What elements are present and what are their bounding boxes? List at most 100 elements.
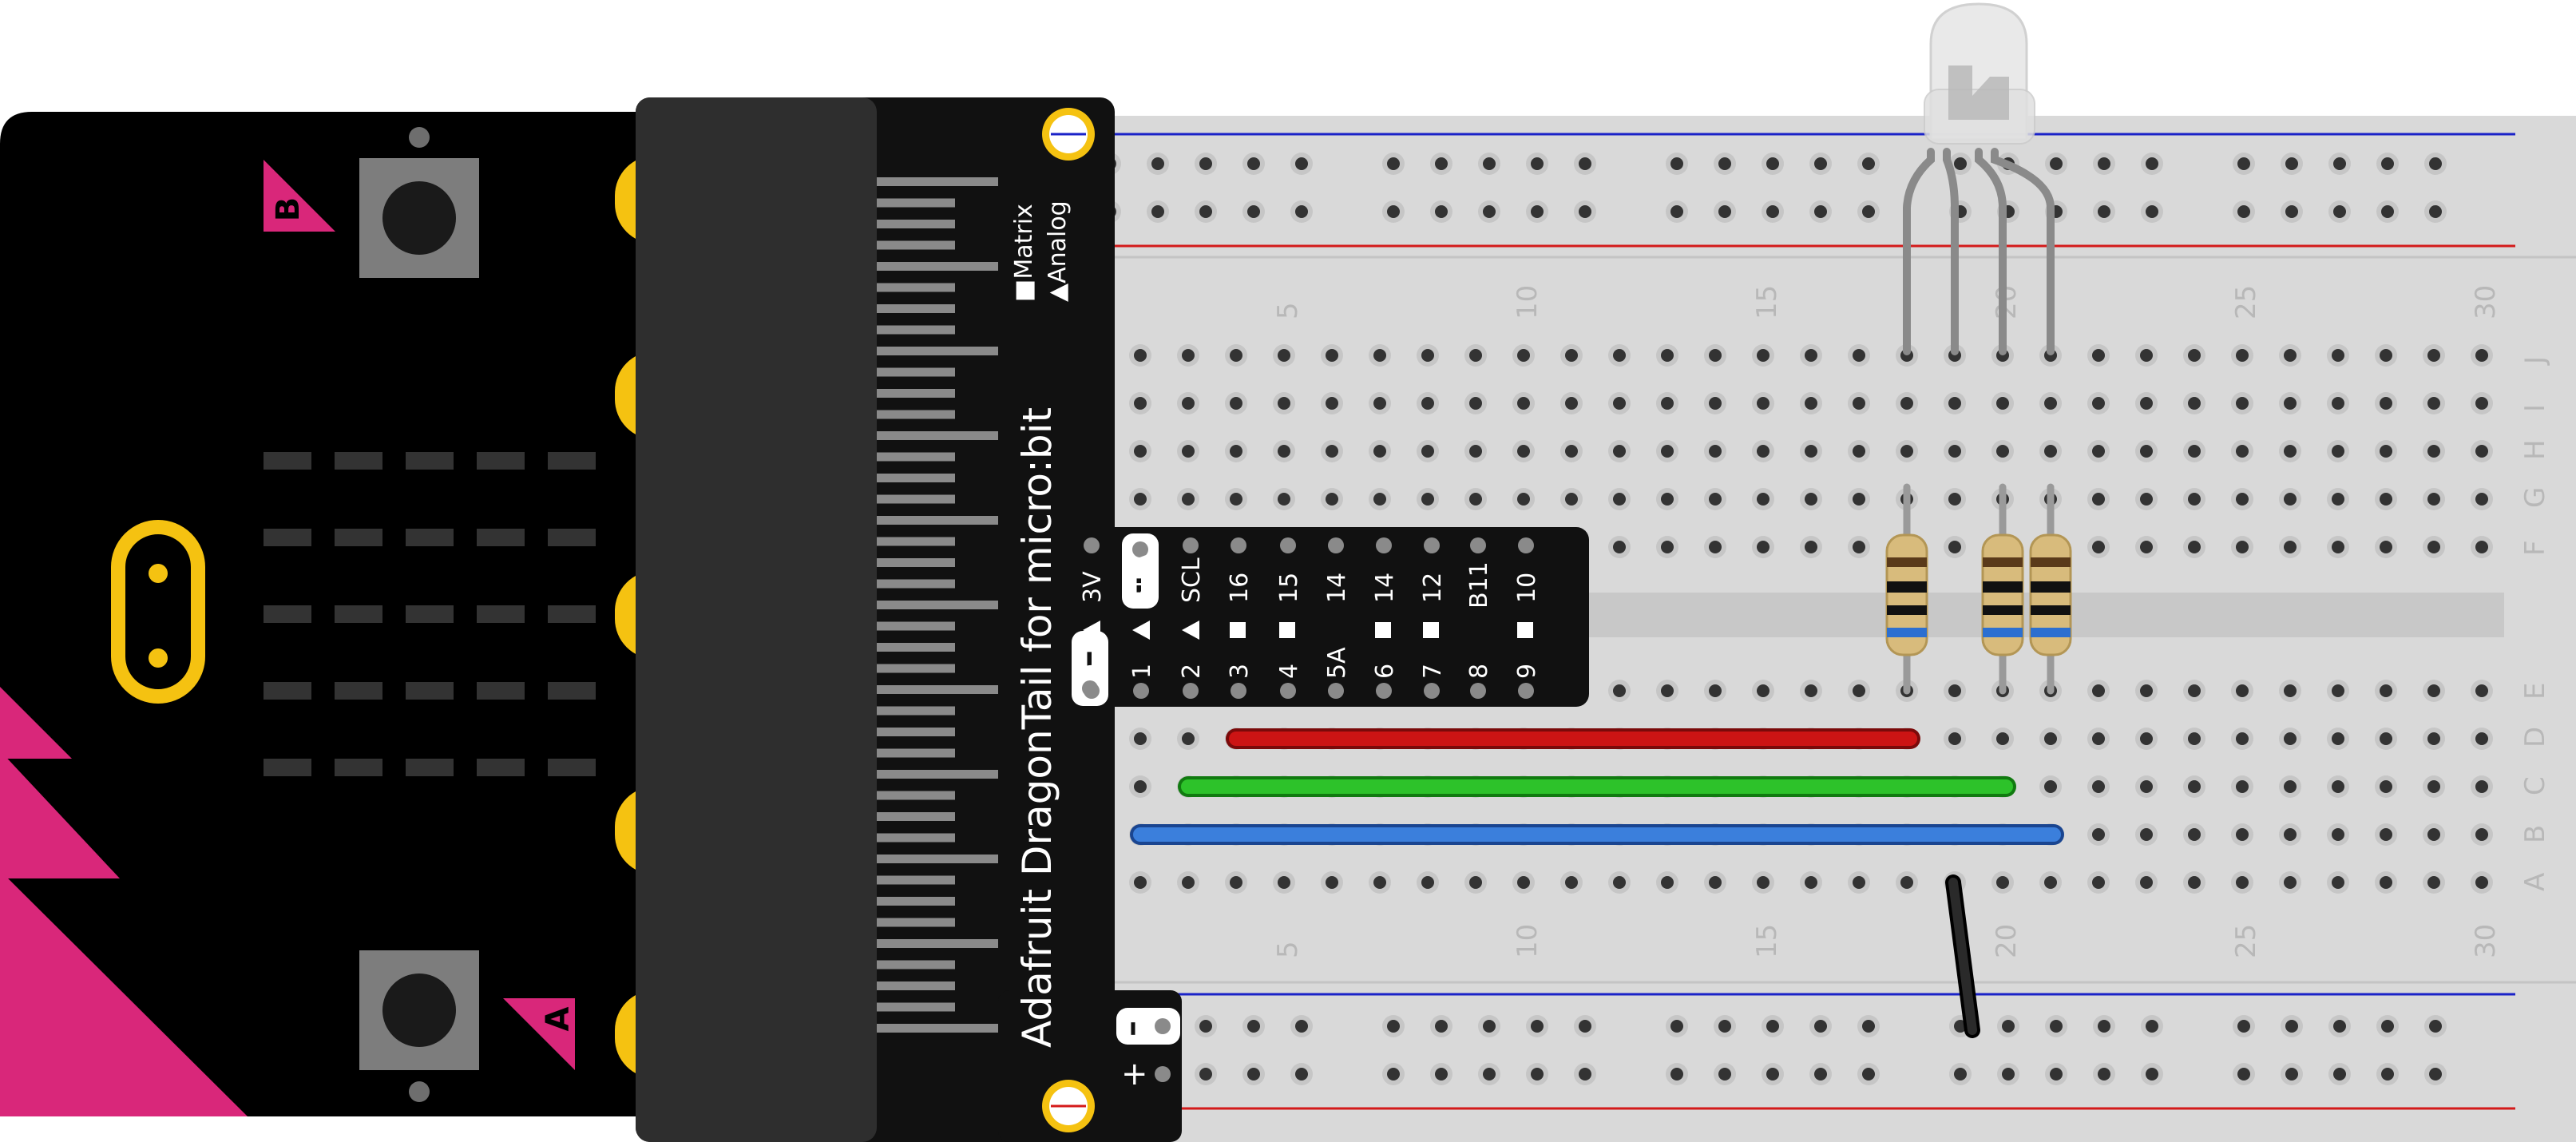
breadboard-hole[interactable] xyxy=(1948,541,1961,553)
breadboard-hole[interactable] xyxy=(1134,397,1147,410)
breadboard-hole[interactable] xyxy=(1805,684,1817,697)
breadboard-hole[interactable] xyxy=(1718,1020,1731,1033)
breadboard-hole[interactable] xyxy=(1199,157,1212,170)
breadboard-hole[interactable] xyxy=(2044,876,2057,889)
breadboard-hole[interactable] xyxy=(1373,445,1386,458)
breadboard-hole[interactable] xyxy=(2475,541,2488,553)
breadboard-hole[interactable] xyxy=(1579,205,1591,218)
breadboard-hole[interactable] xyxy=(1278,397,1290,410)
breadboard-hole[interactable] xyxy=(1853,541,1865,553)
breadboard-hole[interactable] xyxy=(1862,205,1875,218)
breadboard-hole[interactable] xyxy=(1709,349,1722,362)
breadboard-hole[interactable] xyxy=(1954,157,1967,170)
breadboard-hole[interactable] xyxy=(1613,445,1626,458)
breadboard-hole[interactable] xyxy=(2044,445,2057,458)
breadboard-hole[interactable] xyxy=(1517,876,1530,889)
breadboard-hole[interactable] xyxy=(1134,445,1147,458)
breadboard-hole[interactable] xyxy=(1230,493,1242,506)
breadboard-hole[interactable] xyxy=(1661,684,1674,697)
breadboard-hole[interactable] xyxy=(1853,493,1865,506)
breadboard-hole[interactable] xyxy=(1199,205,1212,218)
breadboard-hole[interactable] xyxy=(1805,445,1817,458)
breadboard-hole[interactable] xyxy=(1613,349,1626,362)
breadboard-hole[interactable] xyxy=(2146,205,2158,218)
breadboard-hole[interactable] xyxy=(2475,349,2488,362)
breadboard-hole[interactable] xyxy=(1295,1020,1308,1033)
breadboard-hole[interactable] xyxy=(1661,445,1674,458)
breadboard-hole[interactable] xyxy=(1805,541,1817,553)
breadboard-hole[interactable] xyxy=(1814,205,1827,218)
breadboard-hole[interactable] xyxy=(1230,876,1242,889)
breadboard-hole[interactable] xyxy=(2332,684,2344,697)
breadboard-hole[interactable] xyxy=(2188,732,2201,745)
breadboard-hole[interactable] xyxy=(2092,493,2105,506)
breadboard-hole[interactable] xyxy=(2332,732,2344,745)
breadboard-hole[interactable] xyxy=(2098,1068,2110,1081)
breadboard-hole[interactable] xyxy=(1670,1068,1683,1081)
breadboard-hole[interactable] xyxy=(2284,780,2297,793)
breadboard-hole[interactable] xyxy=(2284,493,2297,506)
breadboard-hole[interactable] xyxy=(2285,1068,2298,1081)
breadboard-hole[interactable] xyxy=(1230,397,1242,410)
breadboard-hole[interactable] xyxy=(2427,780,2440,793)
breadboard-hole[interactable] xyxy=(1182,876,1195,889)
breadboard-hole[interactable] xyxy=(1613,397,1626,410)
breadboard-hole[interactable] xyxy=(1517,493,1530,506)
breadboard-hole[interactable] xyxy=(1387,1020,1400,1033)
breadboard-hole[interactable] xyxy=(2050,157,2063,170)
breadboard-hole[interactable] xyxy=(1387,157,1400,170)
breadboard-hole[interactable] xyxy=(1326,445,1338,458)
breadboard-hole[interactable] xyxy=(2380,732,2392,745)
breadboard-hole[interactable] xyxy=(2237,205,2250,218)
breadboard-hole[interactable] xyxy=(2381,205,2394,218)
breadboard-hole[interactable] xyxy=(2092,780,2105,793)
breadboard-hole[interactable] xyxy=(2285,157,2298,170)
breadboard-hole[interactable] xyxy=(1421,493,1434,506)
breadboard-hole[interactable] xyxy=(2002,1020,2015,1033)
breadboard-hole[interactable] xyxy=(2427,397,2440,410)
breadboard-hole[interactable] xyxy=(1230,349,1242,362)
breadboard-hole[interactable] xyxy=(1278,349,1290,362)
breadboard-hole[interactable] xyxy=(1757,445,1770,458)
breadboard-hole[interactable] xyxy=(2284,828,2297,841)
breadboard-hole[interactable] xyxy=(1182,493,1195,506)
breadboard-hole[interactable] xyxy=(2188,397,2201,410)
breadboard-hole[interactable] xyxy=(1421,445,1434,458)
breadboard-hole[interactable] xyxy=(2380,397,2392,410)
breadboard-hole[interactable] xyxy=(1469,876,1482,889)
breadboard-hole[interactable] xyxy=(1948,732,1961,745)
breadboard-hole[interactable] xyxy=(1230,445,1242,458)
breadboard-hole[interactable] xyxy=(1948,493,1961,506)
breadboard-hole[interactable] xyxy=(2098,205,2110,218)
breadboard-hole[interactable] xyxy=(2284,732,2297,745)
breadboard-hole[interactable] xyxy=(2285,1020,2298,1033)
breadboard-hole[interactable] xyxy=(1757,493,1770,506)
breadboard-hole[interactable] xyxy=(2092,684,2105,697)
breadboard-hole[interactable] xyxy=(1709,876,1722,889)
breadboard-hole[interactable] xyxy=(1853,397,1865,410)
breadboard-hole[interactable] xyxy=(1948,445,1961,458)
breadboard-hole[interactable] xyxy=(2475,828,2488,841)
rgb-led[interactable] xyxy=(1903,2,2055,355)
breadboard-hole[interactable] xyxy=(1483,157,1496,170)
breadboard-hole[interactable] xyxy=(1182,445,1195,458)
breadboard-hole[interactable] xyxy=(2380,780,2392,793)
breadboard-hole[interactable] xyxy=(1531,157,1544,170)
breadboard-hole[interactable] xyxy=(2188,780,2201,793)
breadboard-hole[interactable] xyxy=(1757,541,1770,553)
breadboard-hole[interactable] xyxy=(2236,684,2249,697)
breadboard-hole[interactable] xyxy=(2236,397,2249,410)
breadboard-hole[interactable] xyxy=(2427,445,2440,458)
breadboard-hole[interactable] xyxy=(2381,1020,2394,1033)
breadboard-hole[interactable] xyxy=(2002,1068,2015,1081)
breadboard-hole[interactable] xyxy=(1565,445,1578,458)
breadboard-hole[interactable] xyxy=(2427,732,2440,745)
breadboard-hole[interactable] xyxy=(2332,397,2344,410)
breadboard-hole[interactable] xyxy=(2285,205,2298,218)
breadboard-hole[interactable] xyxy=(2284,445,2297,458)
breadboard-hole[interactable] xyxy=(2140,493,2153,506)
breadboard-hole[interactable] xyxy=(1295,205,1308,218)
breadboard-hole[interactable] xyxy=(1613,876,1626,889)
breadboard-hole[interactable] xyxy=(1718,205,1731,218)
breadboard-hole[interactable] xyxy=(1996,445,2009,458)
